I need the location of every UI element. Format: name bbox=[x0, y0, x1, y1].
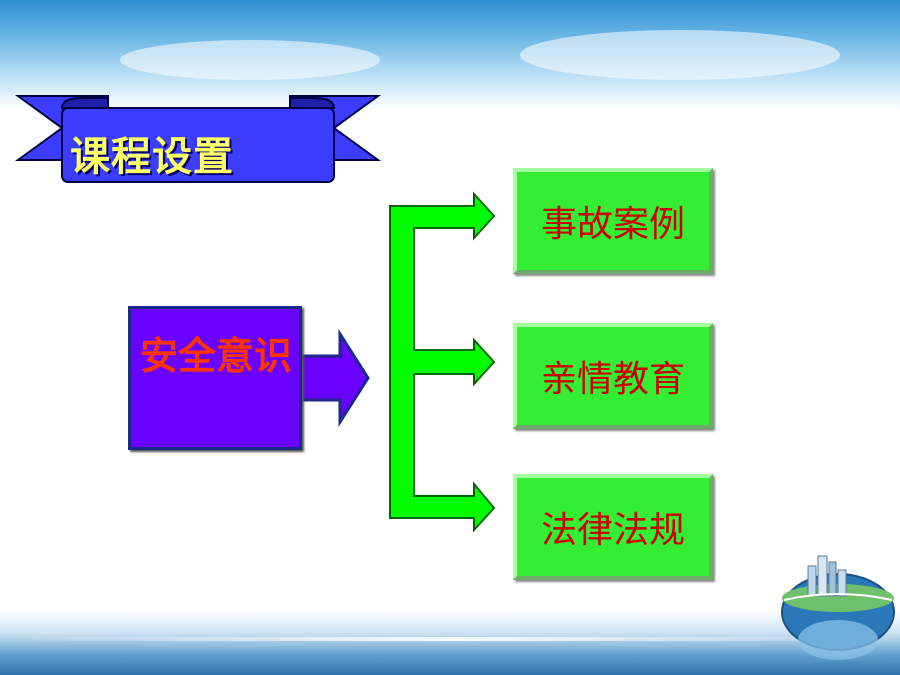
branch-node: 亲情教育 bbox=[513, 323, 713, 429]
branch-node-label: 法律法规 bbox=[540, 510, 685, 551]
bracket-connector bbox=[389, 191, 496, 533]
branch-node-label: 亲情教育 bbox=[540, 359, 685, 400]
branch-node: 事故案例 bbox=[513, 168, 713, 274]
globe-city-icon bbox=[781, 555, 895, 660]
page-title: 课程设置 bbox=[70, 134, 234, 180]
center-node-label: 安全意识 bbox=[139, 334, 292, 378]
center-node bbox=[128, 306, 302, 450]
arrow-right-icon bbox=[296, 328, 370, 428]
ground-background bbox=[0, 610, 900, 675]
branch-node: 法律法规 bbox=[513, 474, 713, 580]
sky-background bbox=[0, 0, 900, 110]
branch-node-label: 事故案例 bbox=[540, 204, 685, 245]
horizon-glow bbox=[0, 637, 900, 641]
cloud bbox=[120, 40, 380, 80]
ribbon-banner-icon bbox=[14, 95, 382, 183]
cloud bbox=[520, 30, 840, 80]
